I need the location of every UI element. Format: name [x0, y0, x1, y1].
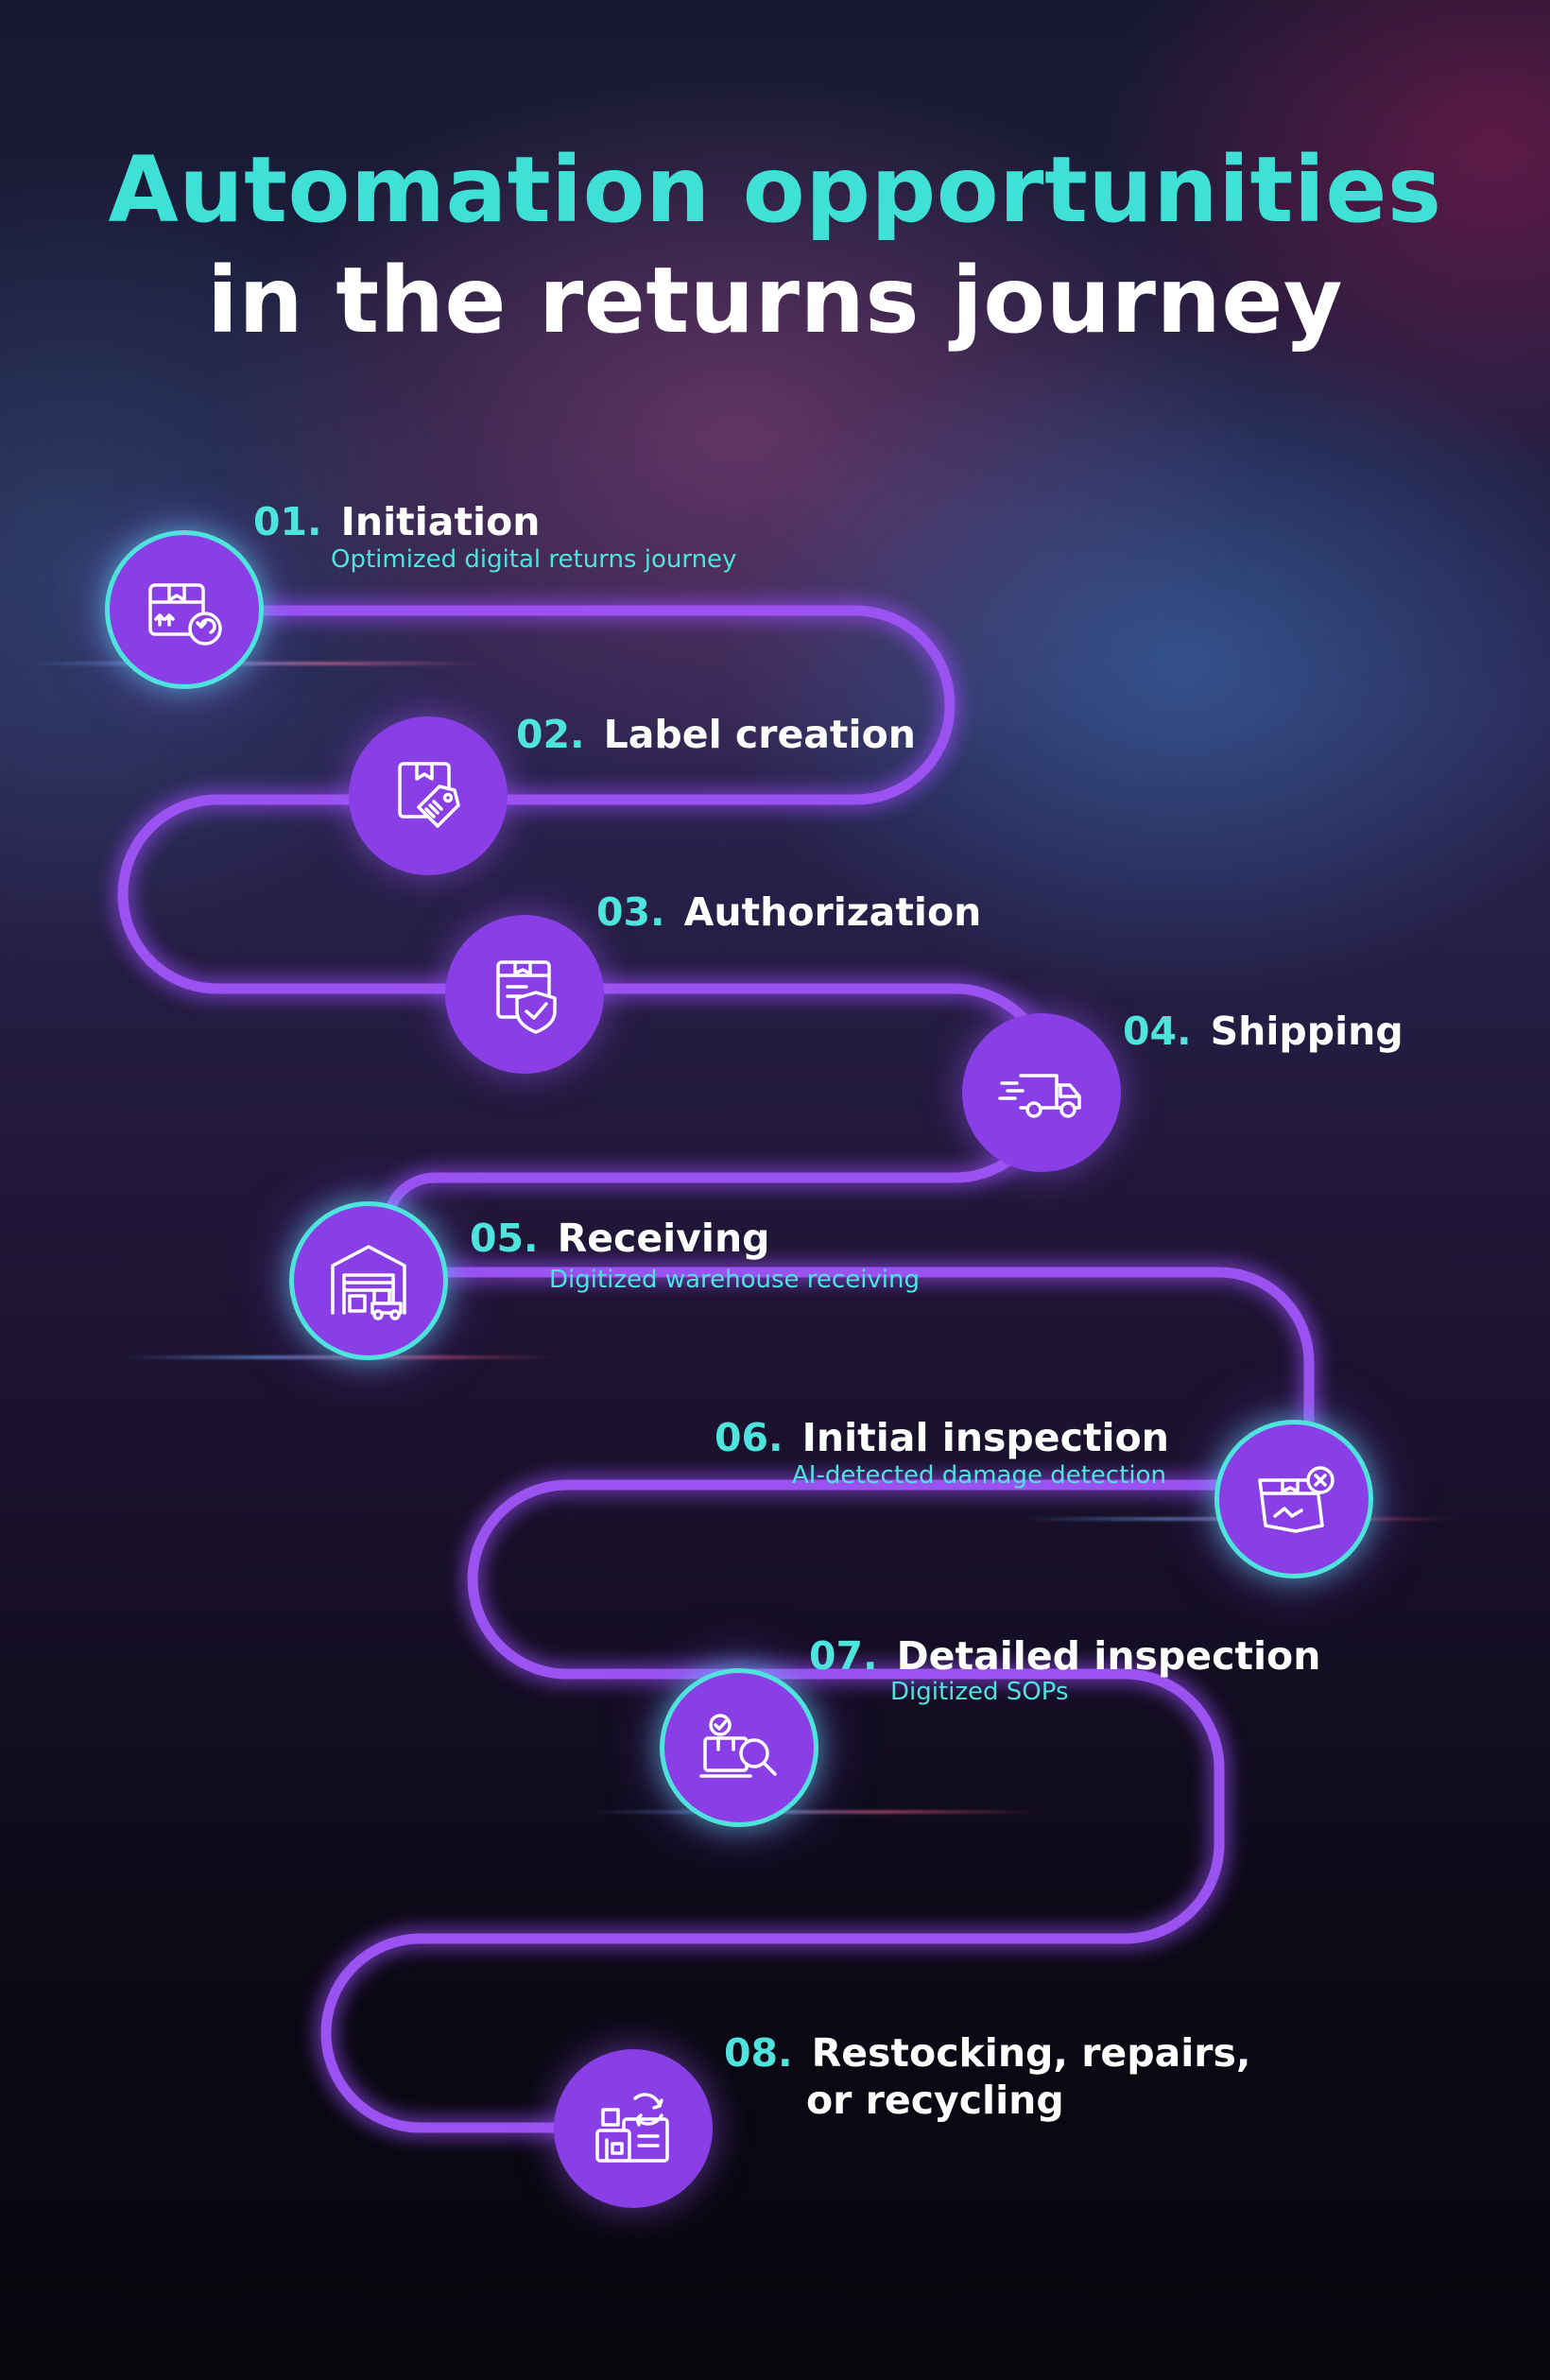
- step-6-title: 06. Initial inspection: [715, 1414, 1169, 1461]
- step-3-number: 03.: [596, 889, 665, 935]
- light-streak: [28, 662, 482, 665]
- delivery-truck-icon: [998, 1074, 1081, 1118]
- light-streak: [586, 1810, 1040, 1814]
- step-6-label: Initial inspection: [801, 1415, 1169, 1460]
- step-7-node: [660, 1668, 818, 1827]
- title-line-1: Automation opportunities: [108, 137, 1442, 243]
- step-1-label: Initiation: [340, 499, 541, 544]
- step-1-number: 01.: [253, 499, 322, 544]
- light-streak: [123, 1355, 558, 1359]
- step-5-subtitle: Digitized warehouse receiving: [549, 1266, 921, 1294]
- step-6-subtitle: AI-detected damage detection: [792, 1461, 1167, 1490]
- step-5-number: 05.: [470, 1216, 539, 1261]
- step-1-subtitle: Optimized digital returns journey: [331, 545, 737, 574]
- step-7-title: 07. Detailed inspection: [809, 1632, 1320, 1680]
- step-3-title: 03. Authorization: [596, 888, 981, 936]
- step-1-title: 01. Initiation: [253, 498, 540, 545]
- step-8-title: 08. Restocking, repairs,: [724, 2029, 1251, 2077]
- step-8-label-line-1: Restocking, repairs,: [811, 2030, 1251, 2076]
- step-2-title: 02. Label creation: [516, 711, 916, 758]
- box-magnifier-icon: [699, 1714, 777, 1778]
- step-5-node: [289, 1201, 448, 1360]
- step-2-node: [349, 716, 508, 875]
- step-7-number: 07.: [809, 1633, 878, 1679]
- step-6-node: [1214, 1420, 1373, 1578]
- recycle-boxes-icon: [595, 2093, 669, 2163]
- step-4-number: 04.: [1123, 1009, 1192, 1054]
- step-8-node: [554, 2049, 713, 2208]
- step-1-node: [105, 530, 264, 689]
- box-shield-check-icon: [496, 960, 557, 1034]
- step-3-label: Authorization: [683, 889, 982, 935]
- step-6-number: 06.: [715, 1415, 784, 1460]
- step-7-subtitle: Digitized SOPs: [890, 1678, 1069, 1706]
- step-2-number: 02.: [516, 712, 585, 757]
- step-3-node: [445, 915, 604, 1074]
- step-4-title: 04. Shipping: [1123, 1008, 1404, 1055]
- step-8-number: 08.: [724, 2030, 793, 2076]
- box-label-tag-icon: [398, 762, 460, 828]
- step-5-title: 05. Receiving: [470, 1215, 770, 1262]
- step-7-label: Detailed inspection: [896, 1633, 1321, 1679]
- box-return-icon: [148, 583, 222, 646]
- step-2-label: Label creation: [603, 712, 916, 757]
- warehouse-icon: [331, 1245, 406, 1320]
- title-line-2: in the returns journey: [207, 248, 1343, 354]
- step-4-node: [962, 1013, 1121, 1172]
- step-4-label: Shipping: [1210, 1009, 1404, 1054]
- step-5-label: Receiving: [557, 1216, 770, 1261]
- step-8-label-line-2: or recycling: [806, 2078, 1064, 2123]
- damaged-box-icon: [1258, 1466, 1335, 1533]
